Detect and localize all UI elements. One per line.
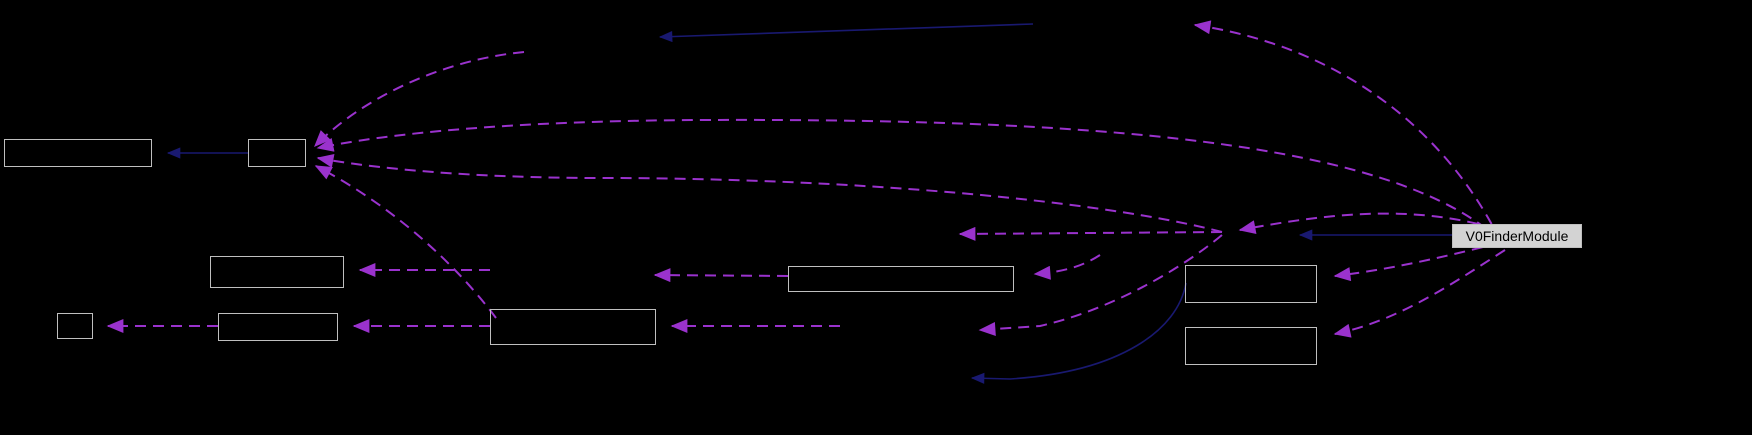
edge-dash-mid-n1 xyxy=(316,154,1223,233)
edge-solid-curve-bottom xyxy=(970,282,1187,384)
edge-dash-upperleft xyxy=(314,51,525,148)
dashed-edges xyxy=(106,20,1506,338)
graph-node[interactable] xyxy=(210,256,344,288)
graph-node[interactable] xyxy=(218,313,338,341)
graph-node[interactable] xyxy=(490,309,656,345)
graph-node[interactable] xyxy=(248,139,306,167)
edge-solid-top xyxy=(658,23,1034,43)
edge-dash-topright-2 xyxy=(316,118,1501,241)
edge-dash-topright-1 xyxy=(1193,20,1501,241)
graph-node-label: V0FinderModule xyxy=(1465,228,1569,244)
graph-node[interactable] xyxy=(788,266,1014,292)
edge-dash-v0-mid xyxy=(1238,212,1479,235)
edge-dash-mid-left xyxy=(958,226,1223,241)
graph-node[interactable] xyxy=(1185,265,1317,303)
edge-dash-low-n1 xyxy=(314,165,497,319)
edge-dash-v0-n7 xyxy=(1333,242,1501,282)
graph-node[interactable] xyxy=(4,139,152,167)
graph-node[interactable] xyxy=(57,313,93,339)
graph-node-v0findermodule[interactable]: V0FinderModule xyxy=(1452,224,1582,248)
edge-dash-n6-left xyxy=(653,268,789,283)
graph-node[interactable] xyxy=(1185,327,1317,365)
edge-dash-curve-n7-low xyxy=(978,234,1223,336)
edge-dash-n7-n6 xyxy=(1033,254,1101,280)
solid-edges xyxy=(166,23,1452,384)
edge-dash-v0-n8 xyxy=(1333,249,1506,338)
